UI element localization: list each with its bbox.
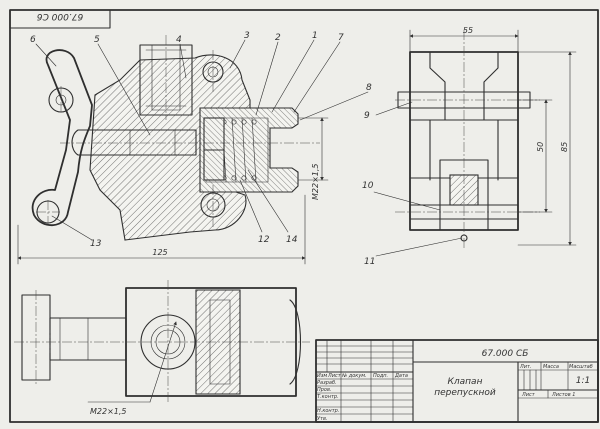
callout-4: 4 [176, 35, 182, 45]
tb-col-date: Дата [394, 373, 408, 379]
callout-11: 11 [364, 257, 375, 267]
callout-9: 9 [364, 111, 370, 121]
tb-scale: Масштаб [569, 364, 593, 370]
callout-10: 10 [362, 181, 374, 191]
tb-row-approve: Утв. [317, 416, 328, 422]
tb-lit: Лит. [519, 364, 532, 370]
callout-8: 8 [366, 83, 372, 93]
tb-row-ncontrol: Н.контр. [317, 408, 339, 414]
callout-13: 13 [90, 239, 102, 249]
tb-row-check: Пров. [317, 387, 332, 393]
tb-scale-value: 1:1 [576, 376, 590, 386]
drawing-code-top: 67.000 С6 [37, 11, 84, 21]
tb-col-list: Лист [327, 373, 342, 379]
dim-85: 85 [560, 142, 569, 152]
sheet-frame [9, 9, 599, 423]
dim-thread-front: M22×1,5 [311, 163, 320, 200]
tb-col-doc: № докум. [341, 373, 367, 379]
callout-3: 3 [244, 31, 250, 41]
code-box [9, 9, 111, 29]
tb-row-tcontrol: Т.контр. [317, 394, 339, 400]
callout-5: 5 [94, 35, 100, 45]
callout-12: 12 [258, 235, 270, 245]
pusher-rod [71, 129, 197, 156]
title-block: Изм Лист № докум. Подп. Дата Разраб. Про… [315, 339, 599, 423]
tb-drawing-code: 67.000 СБ [482, 349, 529, 359]
front-callouts [35, 39, 369, 241]
dim-55: 55 [463, 26, 473, 35]
tb-sheet: Лист [521, 392, 536, 398]
callout-2: 2 [275, 33, 281, 43]
dim-50: 50 [536, 142, 545, 152]
tb-mass: Масса [543, 364, 559, 370]
dim-125: 125 [152, 248, 167, 257]
callout-1: 1 [312, 31, 318, 41]
top-view: M22×1,5 [14, 280, 310, 416]
lever-arm [31, 49, 93, 227]
side-view: 55 50 85 9 10 11 [362, 26, 577, 267]
callout-7: 7 [338, 33, 344, 43]
front-view: 6 5 4 3 2 1 7 8 12 14 13 125 M22×1,5 [17, 31, 372, 265]
tb-col-izm: Изм [317, 373, 327, 379]
tb-part-name-2: перепускной [434, 388, 496, 398]
callout-14: 14 [286, 235, 298, 245]
callout-6: 6 [30, 35, 36, 45]
dim-thread-bottom: M22×1,5 [90, 407, 127, 416]
tb-sheets: Листов 1 [551, 392, 575, 398]
tb-part-name-1: Клапан [448, 377, 483, 387]
tb-row-dev: Разраб. [317, 380, 337, 386]
tb-col-sign: Подп. [373, 373, 388, 379]
valve-plunger [203, 117, 225, 181]
